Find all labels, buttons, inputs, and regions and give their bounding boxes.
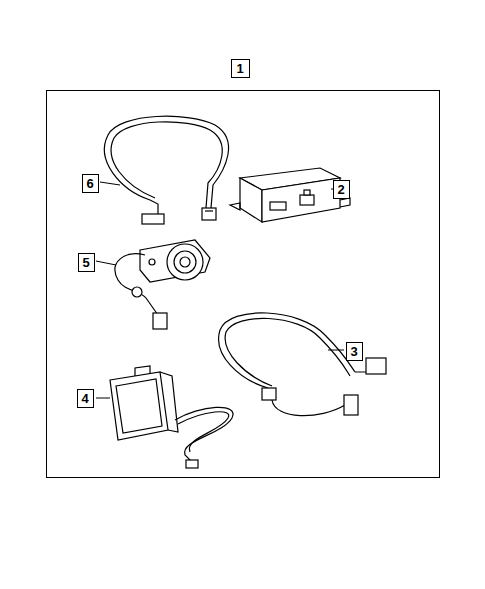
callout-number: 6	[86, 177, 93, 190]
callout-box: 2	[333, 180, 350, 199]
callout-number: 2	[337, 183, 344, 196]
callout-box: 6	[82, 174, 99, 193]
leader-lines	[96, 182, 346, 398]
callout-number: 3	[350, 345, 357, 358]
harness-3	[219, 313, 386, 416]
callout-box: 5	[78, 253, 95, 272]
callout-number: 5	[82, 256, 89, 269]
callout-box: 4	[77, 389, 94, 408]
cable-6	[104, 116, 228, 224]
module-2	[230, 168, 350, 222]
callout-box: 1	[231, 59, 250, 78]
callout-box: 3	[346, 342, 363, 361]
kit-frame: 162534	[46, 90, 440, 478]
callout-number: 4	[81, 392, 88, 405]
callout-number: 1	[236, 62, 243, 75]
camera-5	[115, 240, 210, 329]
monitor-4	[110, 366, 233, 468]
